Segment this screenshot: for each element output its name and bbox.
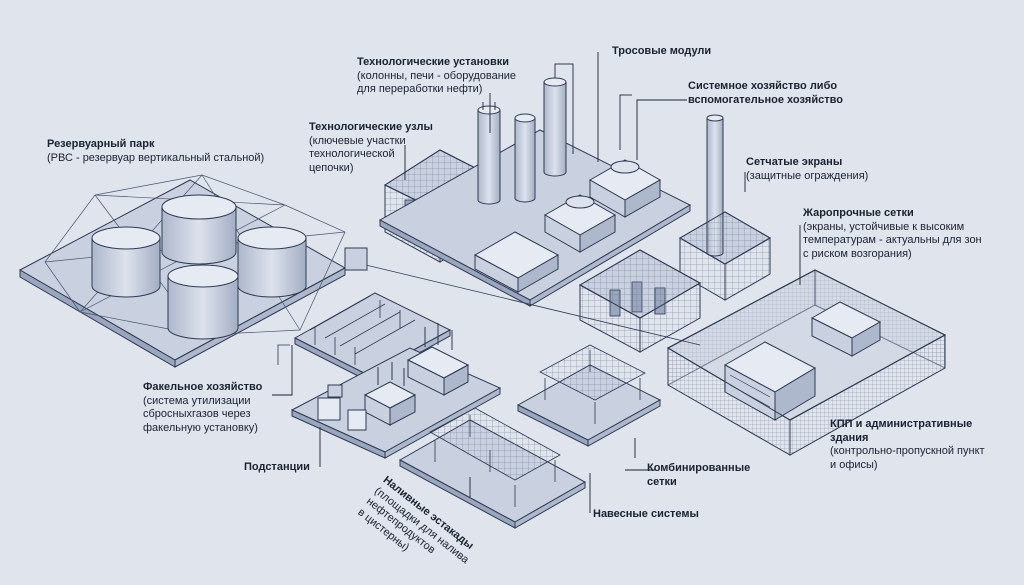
leader-lines — [272, 52, 801, 513]
label-title: Резервуарный парк — [47, 138, 155, 150]
label-substations: Подстанции — [244, 461, 310, 475]
label-mesh-screens: Сетчатые экраны (защитные ограждения) — [746, 156, 868, 183]
label-title: Системное хозяйство либо вспомогательное… — [688, 80, 843, 106]
tank-park — [18, 174, 347, 368]
label-tech-installations: Технологические установки (колонны, печи… — [357, 56, 516, 97]
tech-installations — [378, 63, 692, 307]
admin-building — [723, 341, 817, 421]
distillation-column — [543, 63, 574, 177]
process-unit-block — [473, 231, 560, 293]
combined-nets-cage — [578, 249, 702, 353]
label-tank-park: Резервуарный парк (РВС - резервуар верти… — [47, 138, 264, 165]
label-subtitle: (защитные ограждения) — [746, 169, 869, 182]
tank — [237, 226, 307, 298]
label-cable-modules: Тросовые модули — [612, 45, 711, 59]
transformer — [363, 362, 417, 426]
label-title: Технологические установки — [357, 56, 510, 68]
distillation-column — [514, 113, 536, 203]
label-checkpoint: КПП и административные здания (контрольн… — [830, 418, 985, 472]
label-title: Навесные системы — [593, 508, 699, 520]
distillation-column — [477, 102, 501, 205]
label-title: Сетчатые экраны — [746, 156, 843, 168]
transformer — [406, 323, 470, 396]
label-subtitle: (экраны, устойчивые к высоким температур… — [803, 220, 982, 260]
label-tech-nodes: Технологические узлы (ключевые участки т… — [309, 121, 433, 175]
label-title: Жаропрочные сетки — [803, 207, 914, 219]
hanging-systems — [516, 344, 662, 447]
label-title: Технологические узлы — [309, 121, 433, 133]
label-subtitle: (система утилизации сбросныхгазов через … — [143, 394, 258, 434]
label-heat-nets: Жаропрочные сетки (экраны, устойчивые к … — [803, 207, 982, 261]
reactor-vessel — [588, 159, 662, 218]
tank — [91, 226, 161, 298]
label-subtitle: (РВС - резервуар вертикальный стальной) — [47, 151, 265, 164]
label-subtitle: (контрольно-пропускной пункт и офисы) — [830, 445, 985, 471]
loading-racks — [398, 407, 587, 529]
switchgear-box — [317, 384, 367, 431]
checkpoint-building — [810, 301, 882, 357]
mesh-screen-cage — [679, 114, 771, 301]
label-subtitle: (колонны, печи - оборудование для перера… — [357, 69, 517, 96]
tank — [167, 264, 239, 340]
substations — [290, 323, 502, 459]
label-combined: Комбинированные сетки — [647, 462, 750, 489]
heat-resistant-fence — [666, 269, 947, 456]
label-title: КПП и административные здания — [830, 418, 973, 444]
label-title: Тросовые модули — [612, 45, 712, 57]
reactor-vessel — [543, 194, 617, 253]
tank — [161, 194, 237, 265]
label-title: Подстанции — [244, 461, 310, 473]
label-subtitle: (ключевые участки технологической цепочк… — [309, 134, 406, 174]
label-aux-system: Системное хозяйство либо вспомогательное… — [688, 80, 843, 107]
label-flare: Факельное хозяйство (система утилизации … — [143, 381, 262, 435]
label-title: Комбинированные сетки — [647, 462, 751, 488]
label-hanging: Навесные системы — [593, 508, 699, 522]
label-title: Факельное хозяйство — [143, 381, 263, 393]
